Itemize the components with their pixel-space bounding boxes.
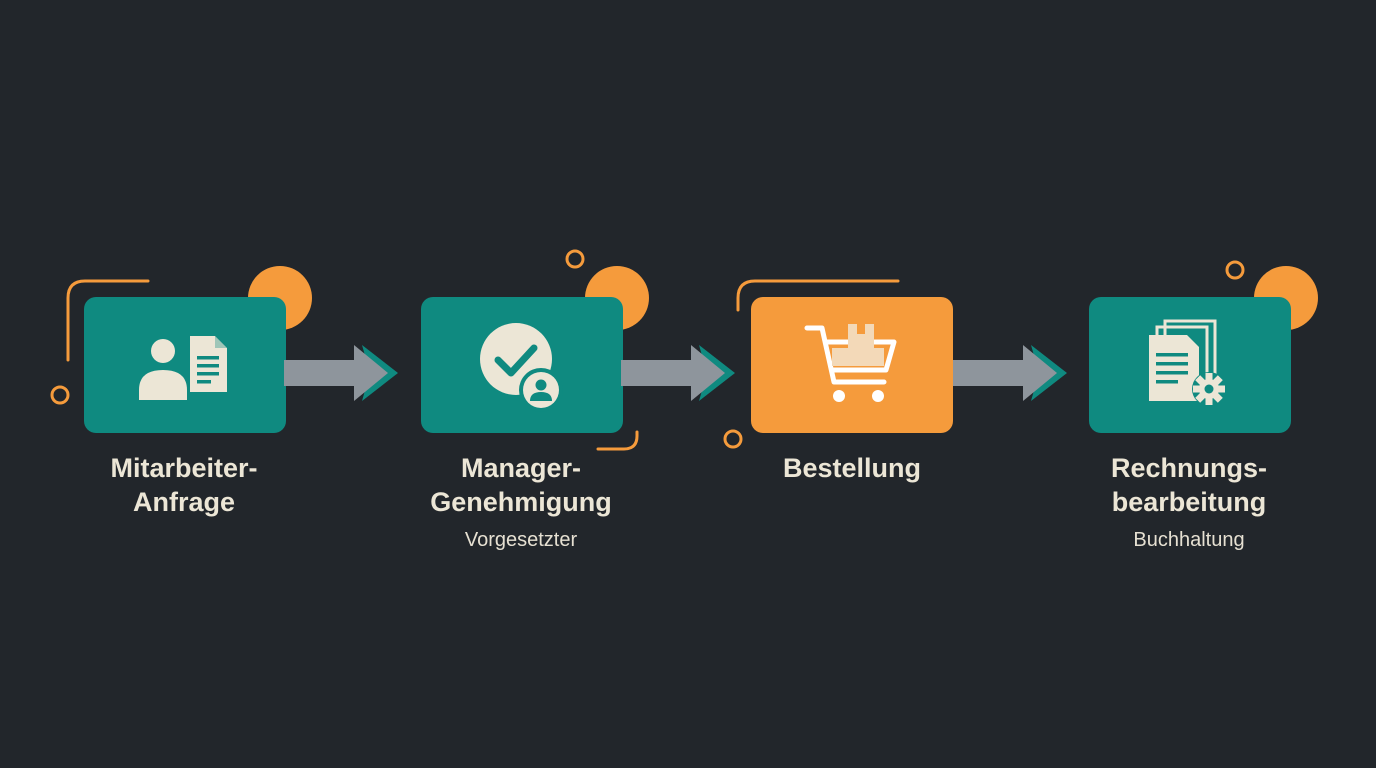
step-title-2: Manager- Genehmigung — [381, 451, 661, 519]
employee-document-icon — [139, 336, 227, 400]
step-title-line: Anfrage — [132, 487, 235, 517]
step-card-3 — [751, 297, 953, 433]
accent-ring — [723, 429, 743, 449]
invoice-gear-icon — [1149, 319, 1226, 406]
step-card-2 — [421, 297, 623, 433]
accent-ring — [50, 385, 70, 405]
step-title-line: Genehmigung — [430, 487, 612, 517]
shopping-cart-icon — [804, 324, 897, 402]
flow-arrow-3 — [953, 345, 1067, 401]
step-title-4: Rechnungs- bearbeitung — [1049, 451, 1329, 519]
step-title-3: Bestellung — [712, 451, 992, 485]
step-card-1 — [84, 297, 286, 433]
accent-corner-line — [736, 279, 900, 312]
accent-ring — [565, 249, 585, 269]
step-title-line: bearbeitung — [1111, 487, 1267, 517]
step-card-4 — [1089, 297, 1291, 433]
step-subtitle-4: Buchhaltung — [1133, 529, 1245, 551]
step-title-line: Rechnungs- — [1110, 453, 1267, 483]
step-title-line: Bestellung — [782, 453, 922, 483]
accent-ring — [1225, 260, 1245, 280]
step-title-1: Mitarbeiter- Anfrage — [44, 451, 324, 519]
flow-arrow-1 — [284, 345, 398, 401]
step-subtitle-2: Vorgesetzter — [464, 529, 578, 551]
accent-corner-line — [66, 279, 150, 362]
approval-check-user-icon — [480, 323, 563, 412]
step-title-line: Manager- — [460, 453, 582, 483]
accent-corner-line — [596, 430, 639, 451]
step-title-line: Mitarbeiter- — [110, 453, 258, 483]
flow-arrow-2 — [621, 345, 735, 401]
